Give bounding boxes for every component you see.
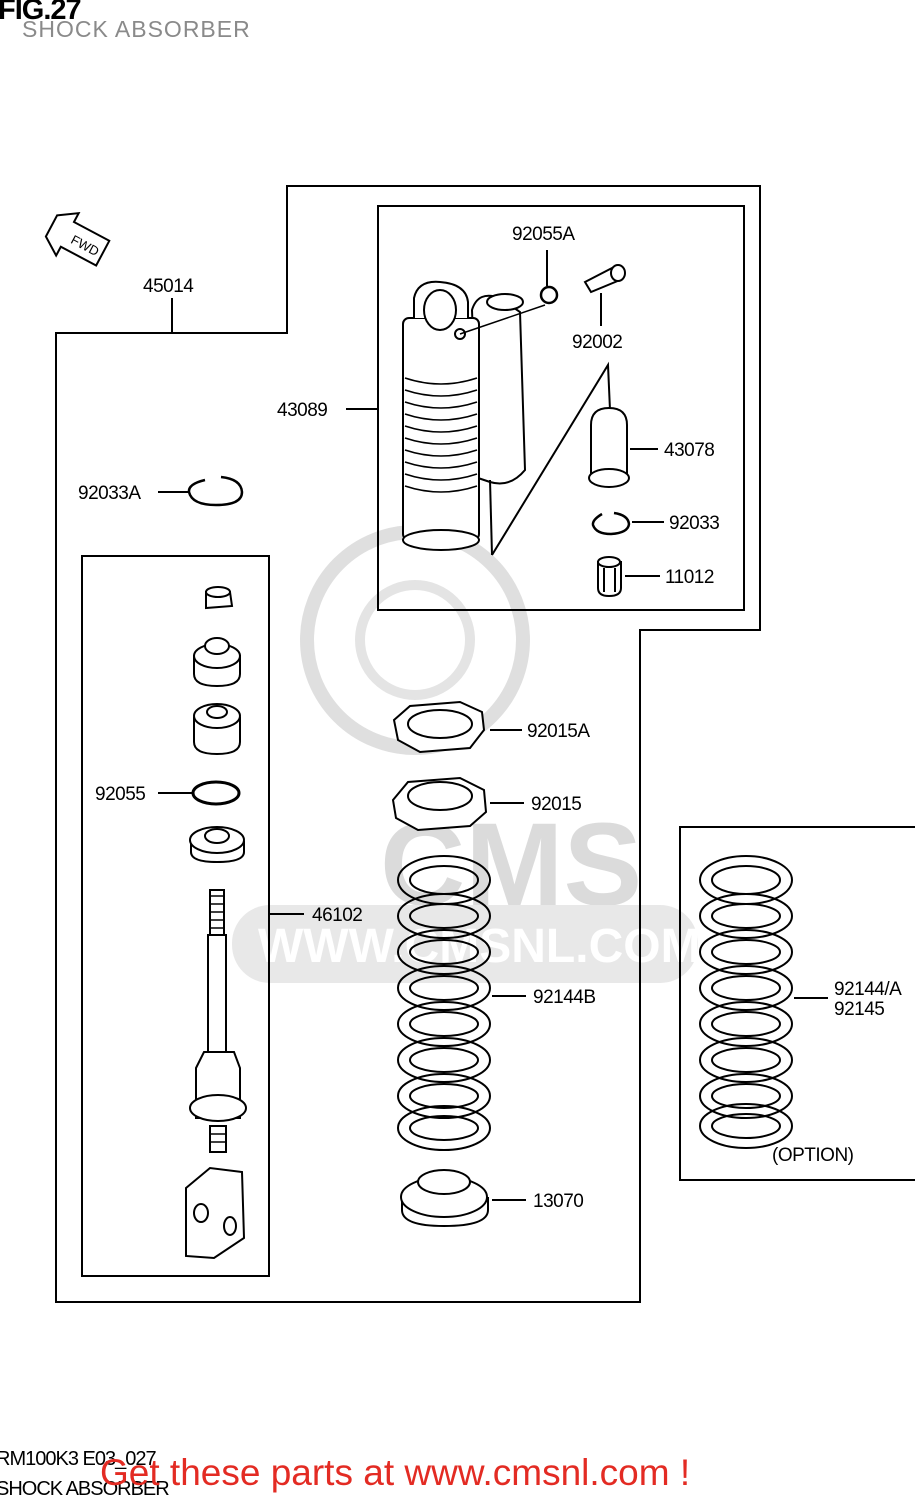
circlip-92033A <box>187 475 244 507</box>
watermark-banner <box>232 905 698 983</box>
footer-name: SHOCK ABSORBER <box>0 1478 170 1500</box>
rod-assembly-46102 <box>185 586 247 1260</box>
screw-92002 <box>583 264 626 294</box>
spring-option-92144A <box>699 855 793 1149</box>
oring-92055 <box>191 780 241 806</box>
spring-92144B <box>397 855 491 1151</box>
locknut-92015A <box>392 700 486 754</box>
label-43089: 43089 <box>277 400 327 421</box>
label-13070: 13070 <box>533 1191 583 1212</box>
option-label: (OPTION) <box>772 1145 854 1166</box>
assembly-46102-box <box>81 555 270 1277</box>
label-92055A: 92055A <box>512 224 575 245</box>
assembly-45014-outline <box>55 185 761 1303</box>
leader-92055A-b <box>459 304 546 335</box>
label-45014: 45014 <box>143 276 194 297</box>
shock-body-ribs <box>404 377 478 493</box>
watermark: CMS WWW.CMSNL.COM <box>232 525 701 983</box>
footer-code: RM100K3 E03_027 <box>0 1448 157 1470</box>
label-11012: 11012 <box>665 567 714 588</box>
label-46102: 46102 <box>312 905 362 926</box>
label-92033: 92033 <box>669 513 719 534</box>
option-box <box>679 826 915 1181</box>
oring-92055A <box>539 285 559 305</box>
reservoir-guide-line-a <box>489 479 493 556</box>
label-92033A: 92033A <box>78 483 141 504</box>
cap-43078 <box>588 406 630 488</box>
circlip-92033 <box>591 511 631 536</box>
label-92144B: 92144B <box>533 987 596 1008</box>
valve-11012 <box>597 556 622 598</box>
label-43078: 43078 <box>664 440 714 461</box>
spring-seat-13070 <box>400 1169 489 1228</box>
watermark-url: WWW.CMSNL.COM <box>258 920 701 973</box>
watermark-mascot-face <box>355 580 475 700</box>
fwd-arrow-icon: FWD <box>44 211 111 267</box>
label-92015: 92015 <box>531 794 581 815</box>
label-92055: 92055 <box>95 784 145 805</box>
reservoir-guide-line-b <box>491 361 611 556</box>
shock-body-43089 <box>402 280 527 551</box>
promo-link[interactable]: Get these parts at www.cmsnl.com ! <box>100 1452 691 1493</box>
figure-number: FIG.27 <box>0 0 82 26</box>
label-92015A: 92015A <box>527 721 590 742</box>
label-92145: 92145 <box>834 999 884 1020</box>
label-92002: 92002 <box>572 332 622 353</box>
figure-title: SHOCK ABSORBER <box>22 16 251 42</box>
adjuster-nut-92015 <box>391 776 488 832</box>
label-92144A: 92144/A <box>834 979 902 1000</box>
rod-thread-marks <box>210 895 226 1143</box>
